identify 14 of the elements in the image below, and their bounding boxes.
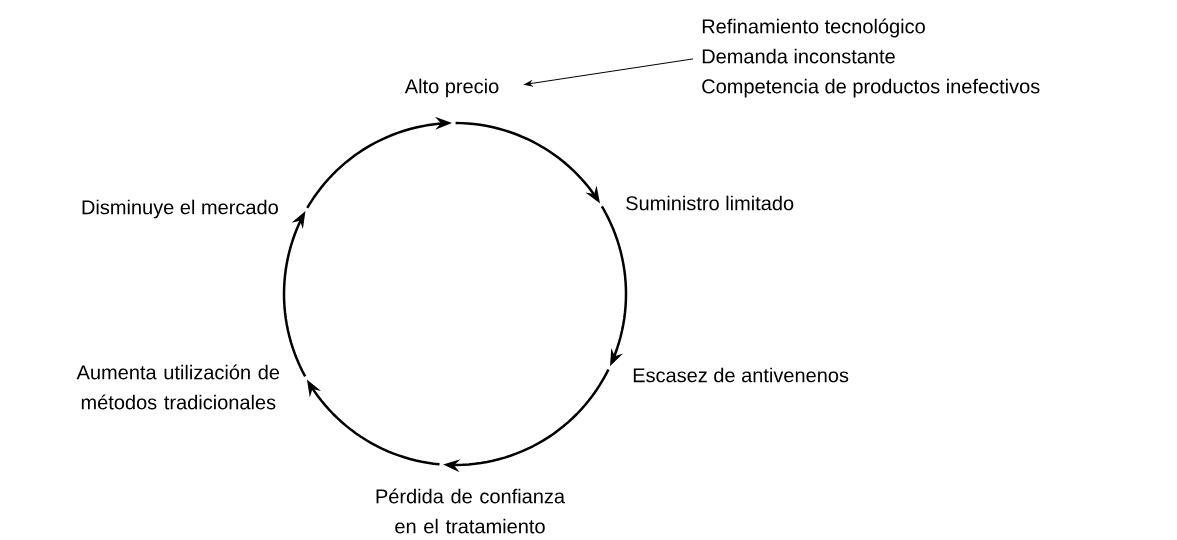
node-label: Escasez de antivenenos — [633, 367, 849, 383]
cycle-arrow — [282, 211, 307, 377]
cycle-arrow — [306, 116, 453, 209]
arrow — [524, 58, 694, 87]
cycle-arrow — [600, 205, 628, 367]
node-label: Alto precio — [404, 78, 499, 98]
node-label: Aumenta utilización de métodos tradicionales — [76, 364, 280, 410]
cycle-arrow — [443, 368, 610, 473]
node-label: Disminuye el mercado — [82, 199, 278, 219]
cycle-arrow — [455, 121, 601, 204]
node-label: Suministro limitado — [626, 195, 794, 211]
node-label: Pérdida de confianza en el tratamiento — [376, 488, 565, 534]
cycle-arrow — [306, 379, 440, 466]
node-label: Refinamiento tecnológico Demanda inconstante Competencia de productos inefectivos — [702, 18, 1040, 98]
